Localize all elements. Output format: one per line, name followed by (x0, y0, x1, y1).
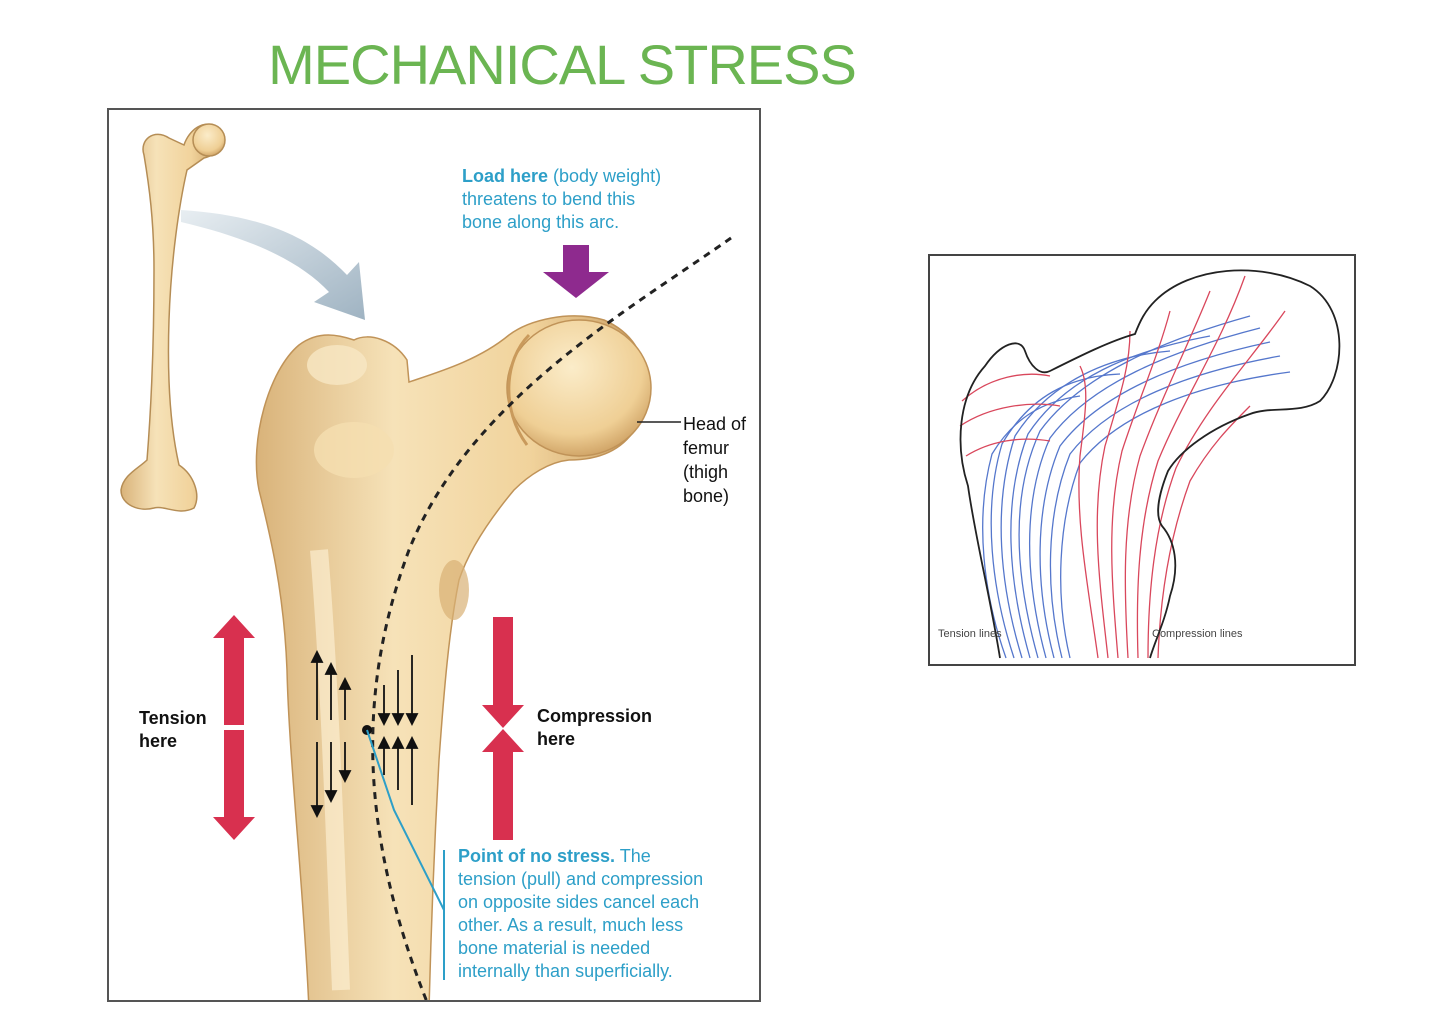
tension-arrow (213, 615, 255, 840)
no-stress-leader (366, 729, 445, 911)
femur-illustration-svg (120, 123, 732, 1000)
trabecular-lines-diagram: Tension lines Compression lines (928, 254, 1356, 666)
tension-lines-label: Tension lines (938, 628, 1002, 640)
compression-lines-label: Compression lines (1152, 628, 1243, 640)
load-arrow (543, 245, 609, 298)
trabecular-lines-svg (959, 269, 1341, 659)
tension-lines (982, 315, 1291, 659)
no-stress-caption: Point of no stress. The tension (pull) a… (458, 846, 704, 981)
femur-outline (959, 269, 1341, 659)
tension-micro-arrows (310, 649, 352, 819)
compression-label: Compression here (537, 706, 653, 749)
bending-arc (371, 236, 732, 1000)
compression-arrow (482, 617, 524, 840)
femur-stress-illustration: Load here (body weight) threatens to ben… (107, 108, 761, 1002)
load-caption: Load here (body weight) threatens to ben… (462, 166, 662, 232)
compression-micro-arrows (377, 655, 419, 805)
zoom-arrow (181, 210, 365, 320)
small-femur-icon (120, 123, 226, 512)
head-of-femur-label: Head of femur (thigh bone) (683, 414, 747, 506)
tension-label: Tension here (139, 708, 207, 751)
large-femur (255, 315, 652, 1000)
page-title: MECHANICAL STRESS (268, 33, 857, 96)
compression-lines (959, 275, 1286, 659)
